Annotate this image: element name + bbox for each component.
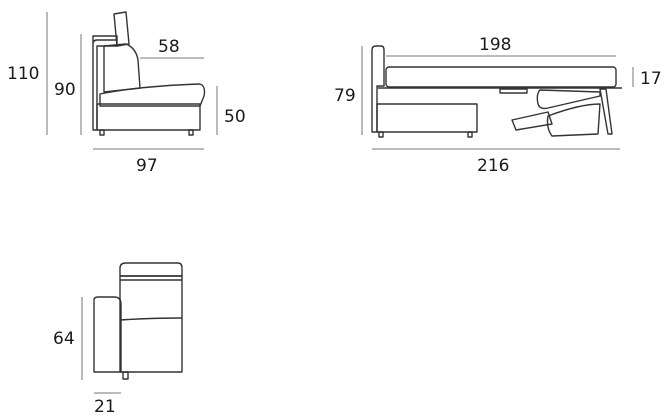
- back-frame: [92, 35, 118, 131]
- arm-inner-cushion: [119, 317, 183, 321]
- sofa-base: [96, 103, 201, 131]
- mattress: [385, 66, 617, 88]
- sofa-arm-view: 64 21: [53, 262, 183, 417]
- bed-support-leg: [599, 88, 613, 135]
- sofa-side-view: 110 90 58 50 97: [7, 11, 246, 176]
- back-cushion: [103, 43, 141, 93]
- dim-97-label: 97: [136, 156, 158, 176]
- bed-base-box: [376, 103, 478, 133]
- folded-cushion: [536, 89, 601, 110]
- dim-79-label: 79: [334, 86, 356, 106]
- dim-216-label: 216: [477, 156, 509, 176]
- leg-back: [188, 129, 194, 136]
- dim-17-label: 17: [640, 69, 662, 89]
- bed-leg-front: [378, 131, 384, 138]
- arm-top-cushion: [119, 262, 183, 277]
- sofa-bed-view: 198 17 79 216: [334, 35, 662, 176]
- lower-cushion: [546, 103, 601, 137]
- seat-cushion: [99, 83, 206, 107]
- dim-64-label: 64: [53, 329, 75, 349]
- dim-21-label: 21: [94, 397, 116, 417]
- fold-panel: [511, 111, 553, 131]
- arm-block: [93, 296, 122, 373]
- dim-110-label: 110: [7, 64, 39, 84]
- dim-58-label: 58: [158, 37, 180, 57]
- dim-50-label: 50: [224, 107, 246, 127]
- headrest-shape: [113, 11, 130, 47]
- dim-198-label: 198: [479, 35, 511, 55]
- bed-leg-back: [467, 131, 473, 138]
- arm-leg: [122, 371, 129, 380]
- arm-body: [119, 275, 183, 373]
- leg-front: [99, 129, 105, 136]
- center-bracket: [499, 88, 528, 94]
- dim-90-label: 90: [54, 80, 76, 100]
- bed-backrest: [371, 45, 385, 133]
